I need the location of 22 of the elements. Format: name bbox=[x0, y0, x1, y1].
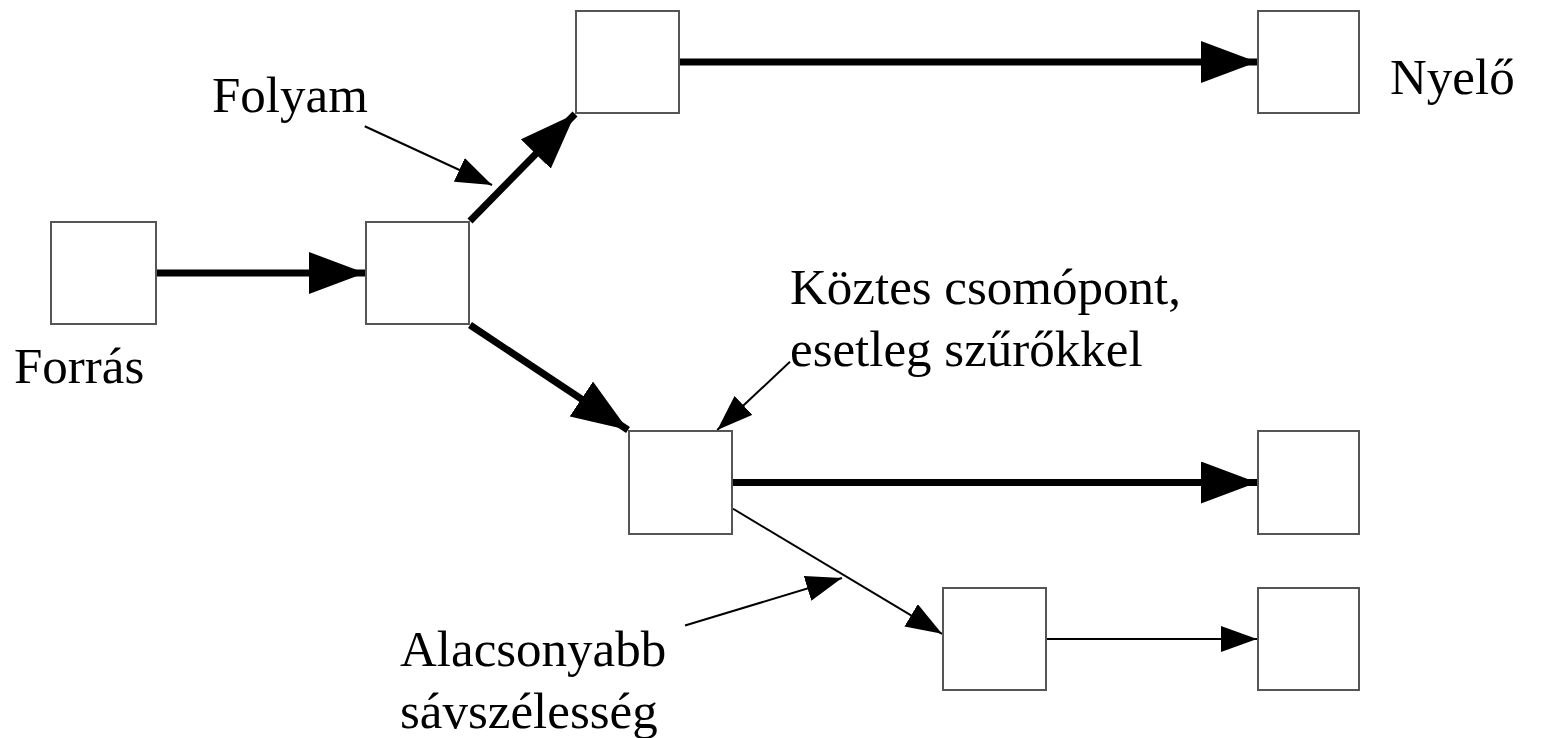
node-label: Nyelő bbox=[1390, 48, 1515, 107]
node-label: Forrás bbox=[14, 337, 145, 396]
arrow bbox=[157, 252, 365, 294]
leader-arrow bbox=[716, 360, 791, 431]
arrow bbox=[1046, 626, 1258, 652]
callout-text: Köztes csomópont, esetleg szűrőkkel bbox=[790, 258, 1182, 380]
arrow bbox=[468, 322, 630, 433]
node-box bbox=[365, 221, 470, 325]
node-box bbox=[942, 587, 1047, 691]
arrow bbox=[467, 111, 578, 224]
arrow bbox=[732, 507, 943, 635]
node-box bbox=[1257, 587, 1360, 691]
node-box bbox=[628, 430, 733, 535]
node-box bbox=[575, 10, 680, 114]
callout-text: Folyam bbox=[212, 66, 368, 125]
leader-arrow bbox=[684, 575, 843, 627]
arrow bbox=[680, 41, 1257, 83]
leader-arrow bbox=[363, 125, 493, 186]
node-box bbox=[1257, 10, 1360, 114]
node-box bbox=[1257, 430, 1360, 535]
node-box bbox=[50, 221, 157, 325]
arrow bbox=[733, 461, 1257, 504]
